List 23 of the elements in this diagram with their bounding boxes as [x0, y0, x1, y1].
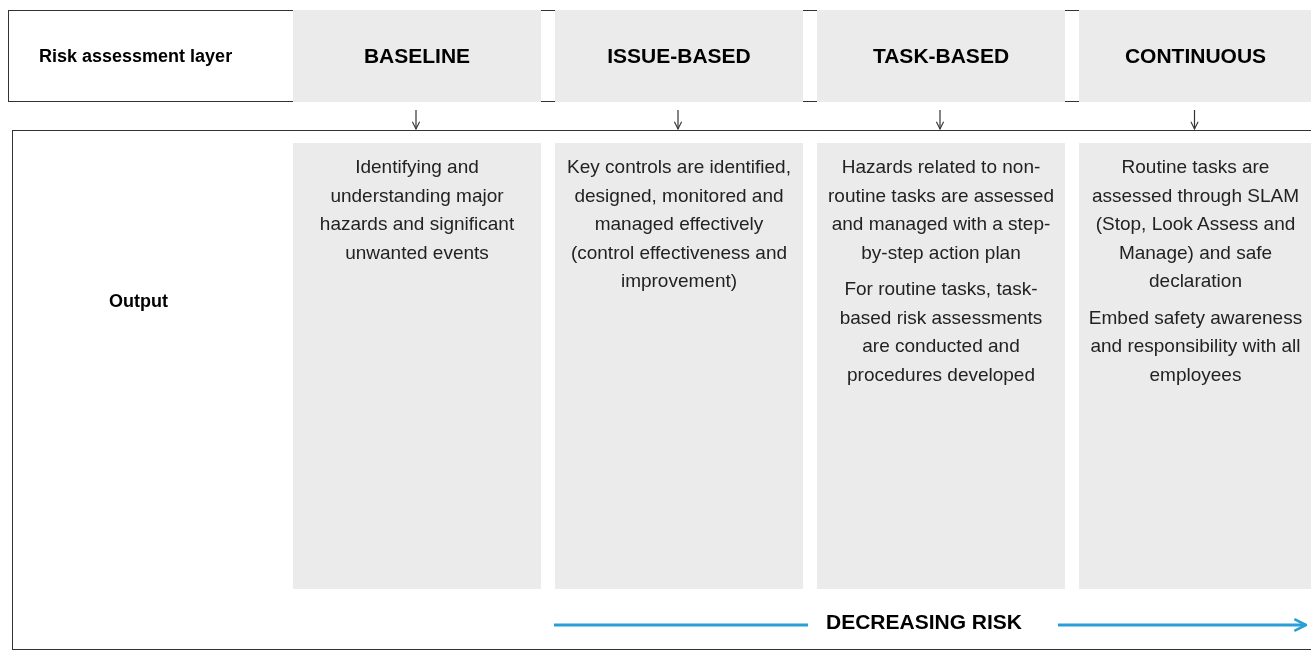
- layer-title: TASK-BASED: [872, 44, 1010, 68]
- row-band: [8, 10, 1311, 102]
- output-text: Key controls are identified, designed, monitored and managed effectively (control effectiveness and improvement): [566, 155, 792, 293]
- layer-title: ISSUE-BASED: [607, 44, 751, 68]
- layer-title: BASELINE: [363, 44, 471, 68]
- row-label: Risk assessment layer: [39, 44, 233, 68]
- arrow: [411, 109, 421, 130]
- layer-title: CONTINUOUS: [1124, 44, 1267, 68]
- arrow: [935, 109, 945, 130]
- output-text: Identifying and understanding major hazards and significant unwanted events: [318, 155, 516, 265]
- layer-header: [555, 10, 803, 102]
- layer-header: [817, 10, 1065, 102]
- arrow: [673, 109, 683, 130]
- row-band: [12, 130, 1311, 650]
- output-text: Hazards related to non-routine tasks are assessed and managed with a step-by-step action plan: [827, 155, 1055, 265]
- arrow: [1190, 109, 1199, 130]
- layer-header: [1079, 10, 1311, 102]
- output-text: For routine tasks, task-based risk assessments are conducted and procedures developed: [838, 277, 1044, 387]
- output-text: Routine tasks are assessed through SLAM (Stop, Look Assess and Manage) and safe declaration: [1091, 155, 1300, 293]
- direction-label: DECREASING RISK: [826, 610, 1023, 634]
- row-label: Output: [109, 291, 168, 312]
- layer-header: [293, 10, 541, 102]
- output-text: Embed safety awareness and responsibility with all employees: [1087, 305, 1304, 387]
